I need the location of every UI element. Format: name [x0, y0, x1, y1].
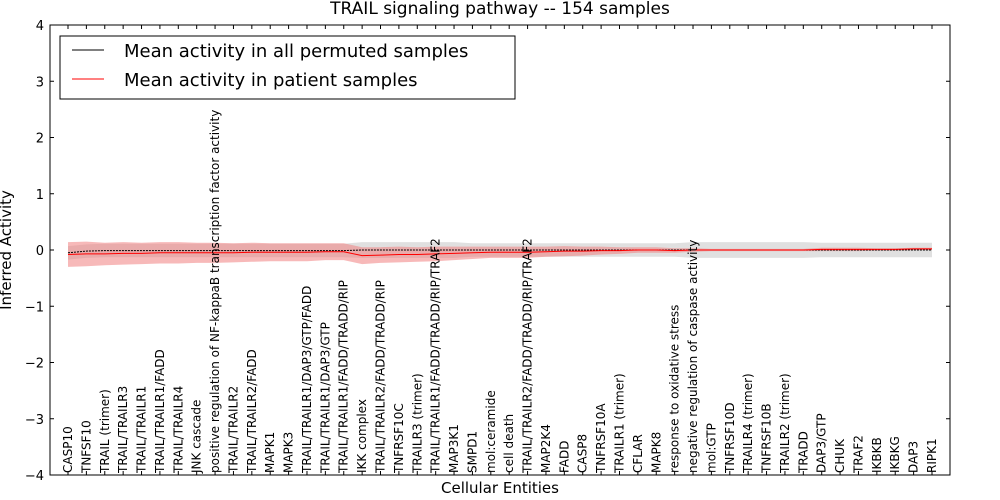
x-category-label: TNFRSF10D [723, 402, 737, 474]
x-category-label: positive regulation of NF-kappaB transcr… [208, 110, 222, 473]
y-tick-label: 0 [36, 244, 44, 259]
x-category-label: MAPK3 [282, 432, 296, 473]
x-category-label: TRAILR2 (trimer) [778, 373, 792, 474]
x-category-label: TNFRSF10C [392, 403, 406, 474]
x-category-label: RIPK1 [925, 438, 939, 473]
x-category-label: TRAILR4 (trimer) [741, 373, 755, 474]
x-category-label: MAPK1 [263, 432, 277, 473]
x-category-label: DAP3 [907, 441, 921, 473]
x-category-label: negative regulation of caspase activity [686, 240, 700, 473]
y-ticks: −4 −3 −2 −1 0 1 2 3 4 [25, 19, 950, 484]
x-category-label: TRAF2 [852, 435, 866, 474]
x-category-label: MAP2K4 [539, 424, 553, 473]
x-category-label: TRAIL/TRAILR2/FADD [245, 349, 259, 474]
y-tick-label: 4 [36, 19, 44, 34]
y-tick-label: −4 [25, 469, 44, 484]
x-category-label: FADD [557, 441, 571, 474]
x-category-label: JNK cascade [190, 400, 204, 474]
x-category-label: TRAIL/TRAILR1/FADD/TRADD/RIP [337, 280, 351, 474]
series-lines [67, 248, 932, 257]
x-category-label: TRAIL/TRAILR2/FADD/TRADD/RIP/TRAF2 [521, 238, 535, 474]
x-category-label: CASP8 [576, 434, 590, 473]
x-category-label: response to oxidative stress [668, 305, 682, 473]
x-category-label: TRAIL/TRAILR4 [171, 386, 185, 474]
x-category-label: CHUK [833, 438, 847, 473]
x-category-label: TNFRSF10B [760, 403, 774, 474]
x-category-label: mol:ceramide [484, 390, 498, 473]
x-category-label: TRAILR1 (trimer) [613, 373, 627, 474]
x-category-label: CFLAR [631, 434, 645, 473]
x-category-label: DAP3/GTP [815, 413, 829, 473]
x-category-label: TRAIL/TRAILR2 [226, 386, 240, 474]
x-category-label: TRAIL/TRAILR3 [116, 386, 130, 474]
y-tick-label: 2 [36, 132, 44, 147]
x-category-label: IKBKG [888, 436, 902, 473]
x-category-label: IKBKB [870, 437, 884, 473]
x-category-label: TRAIL/TRAILR1/FADD [153, 349, 167, 474]
x-category-label: TRAIL (trimer) [98, 389, 112, 474]
x-category-label: TRAIL/TRAILR1/FADD/TRADD/RIP/TRAF2 [429, 238, 443, 474]
x-category-label: TRAIL/TRAILR1/DAP3/GTP/FADD [300, 286, 314, 474]
x-category-label: TRAILR3 (trimer) [410, 373, 424, 474]
legend-label-patient: Mean activity in patient samples [124, 70, 418, 91]
x-category-label: TRADD [796, 431, 810, 474]
x-axis-title: Cellular Entities [441, 479, 559, 497]
x-category-label: cell death [502, 414, 516, 473]
x-category-label: MAPK8 [649, 432, 663, 473]
x-category-label: mol:GTP [704, 423, 718, 473]
x-category-label: TRAIL/TRAILR2/FADD/TRADD/RIP [374, 280, 388, 474]
x-category-label: TNFRSF10A [594, 403, 608, 474]
y-tick-label: 1 [36, 188, 44, 203]
y-tick-label: 3 [36, 75, 44, 90]
legend-box [59, 35, 516, 100]
x-category-label: CASP10 [61, 426, 75, 473]
x-category-label: SMPD1 [465, 431, 479, 473]
x-category-label: TRAIL/TRAILR1 [135, 386, 149, 474]
y-tick-label: −3 [25, 413, 44, 428]
confidence-bands [68, 241, 932, 267]
patient-mean-line [67, 248, 932, 257]
y-tick-label: −1 [25, 300, 44, 315]
legend: Mean activity in all permuted samples Me… [59, 35, 516, 100]
chart-title: TRAIL signaling pathway -- 154 samples [329, 0, 670, 19]
x-category-label: TNFSF10 [79, 420, 93, 474]
patient-band [68, 241, 932, 267]
x-category-label: TRAIL/TRAILR1/DAP3/GTP [318, 322, 332, 474]
x-category-label: MAP3K1 [447, 424, 461, 473]
legend-label-permuted: Mean activity in all permuted samples [124, 41, 468, 62]
y-tick-label: −2 [25, 357, 44, 372]
x-ticks: CASP10 TNFSF10 TRAIL (trimer) TRAIL/TRAILR3… [61, 25, 939, 475]
x-category-label: IKK complex [355, 399, 369, 473]
y-axis-title: Inferred Activity [0, 190, 15, 310]
